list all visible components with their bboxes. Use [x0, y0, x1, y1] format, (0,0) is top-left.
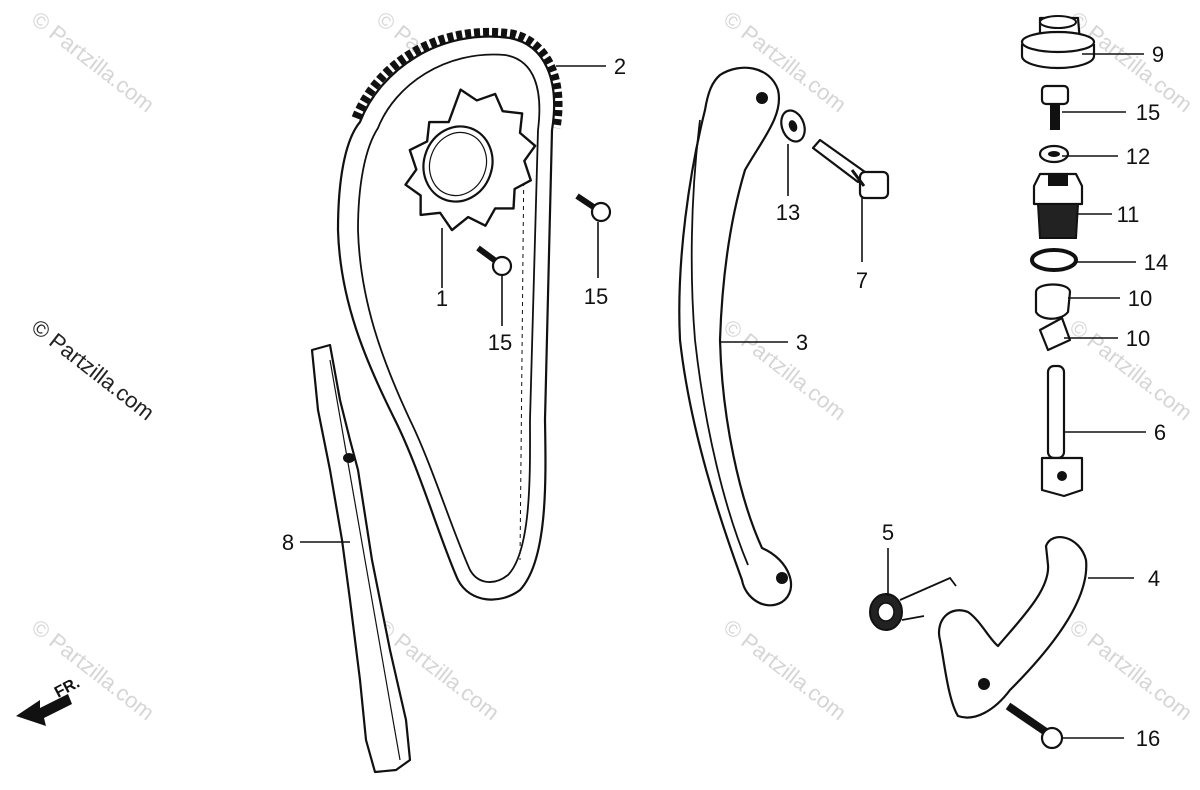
o-ring: [1030, 248, 1078, 272]
front-label: FR.: [52, 674, 83, 701]
callout-10: 10: [1126, 326, 1150, 351]
watermark: © Partzilla.com: [27, 6, 159, 117]
tensioner-bolt-small: [1040, 84, 1070, 130]
tensioner-body: [1032, 172, 1084, 239]
tensioner-washer: [1038, 144, 1070, 164]
washer: [780, 109, 806, 143]
callout-9: 9: [1152, 42, 1164, 67]
chain-guide: [310, 343, 412, 774]
callout-15: 15: [584, 284, 608, 309]
callout-12: 12: [1126, 144, 1150, 169]
callout-6: 6: [1154, 420, 1166, 445]
arm-bolt: [1005, 702, 1064, 750]
tensioner-cap: [1020, 15, 1096, 70]
callout-10: 10: [1128, 286, 1152, 311]
sprocket-bolt: [575, 193, 612, 223]
watermark: © Partzilla.com: [719, 614, 851, 725]
callout-3: 3: [796, 330, 808, 355]
callout-11: 11: [1117, 202, 1140, 227]
front-direction-marker: FR.: [16, 674, 83, 726]
leader-lines: [300, 53, 1146, 739]
callout-labels: 1 2 3 4 5 6 7 8 9 10 10 11 12 13 14 15 1…: [282, 42, 1168, 751]
tensioner-arm: [937, 536, 1088, 719]
watermark: © Partzilla.com: [719, 314, 851, 425]
tensioner-collar-lower: [1038, 316, 1072, 352]
tensioner-pushrod: [1040, 364, 1084, 498]
callout-16: 16: [1136, 726, 1160, 751]
callout-2: 2: [614, 54, 626, 79]
front-arrow-icon: [16, 694, 72, 726]
tensioner-collar-upper: [1034, 283, 1072, 320]
watermark-side: © Partzilla.com: [27, 314, 159, 425]
tensioner-spring: [869, 576, 957, 631]
cam-chain: [336, 27, 563, 601]
callout-4: 4: [1148, 566, 1160, 591]
callout-13: 13: [776, 200, 800, 225]
callout-15: 15: [488, 330, 512, 355]
callout-5: 5: [882, 520, 894, 545]
callout-14: 14: [1144, 250, 1168, 275]
pivot-bolt: [811, 138, 890, 200]
callout-1: 1: [436, 286, 448, 311]
cam-sprocket: [404, 88, 537, 232]
callout-15: 15: [1136, 100, 1160, 125]
sprocket-bolt: [476, 245, 513, 277]
callout-8: 8: [282, 530, 294, 555]
tensioner-guide: [678, 66, 793, 607]
callout-7: 7: [856, 268, 868, 293]
watermark: © Partzilla.com: [1065, 614, 1197, 725]
